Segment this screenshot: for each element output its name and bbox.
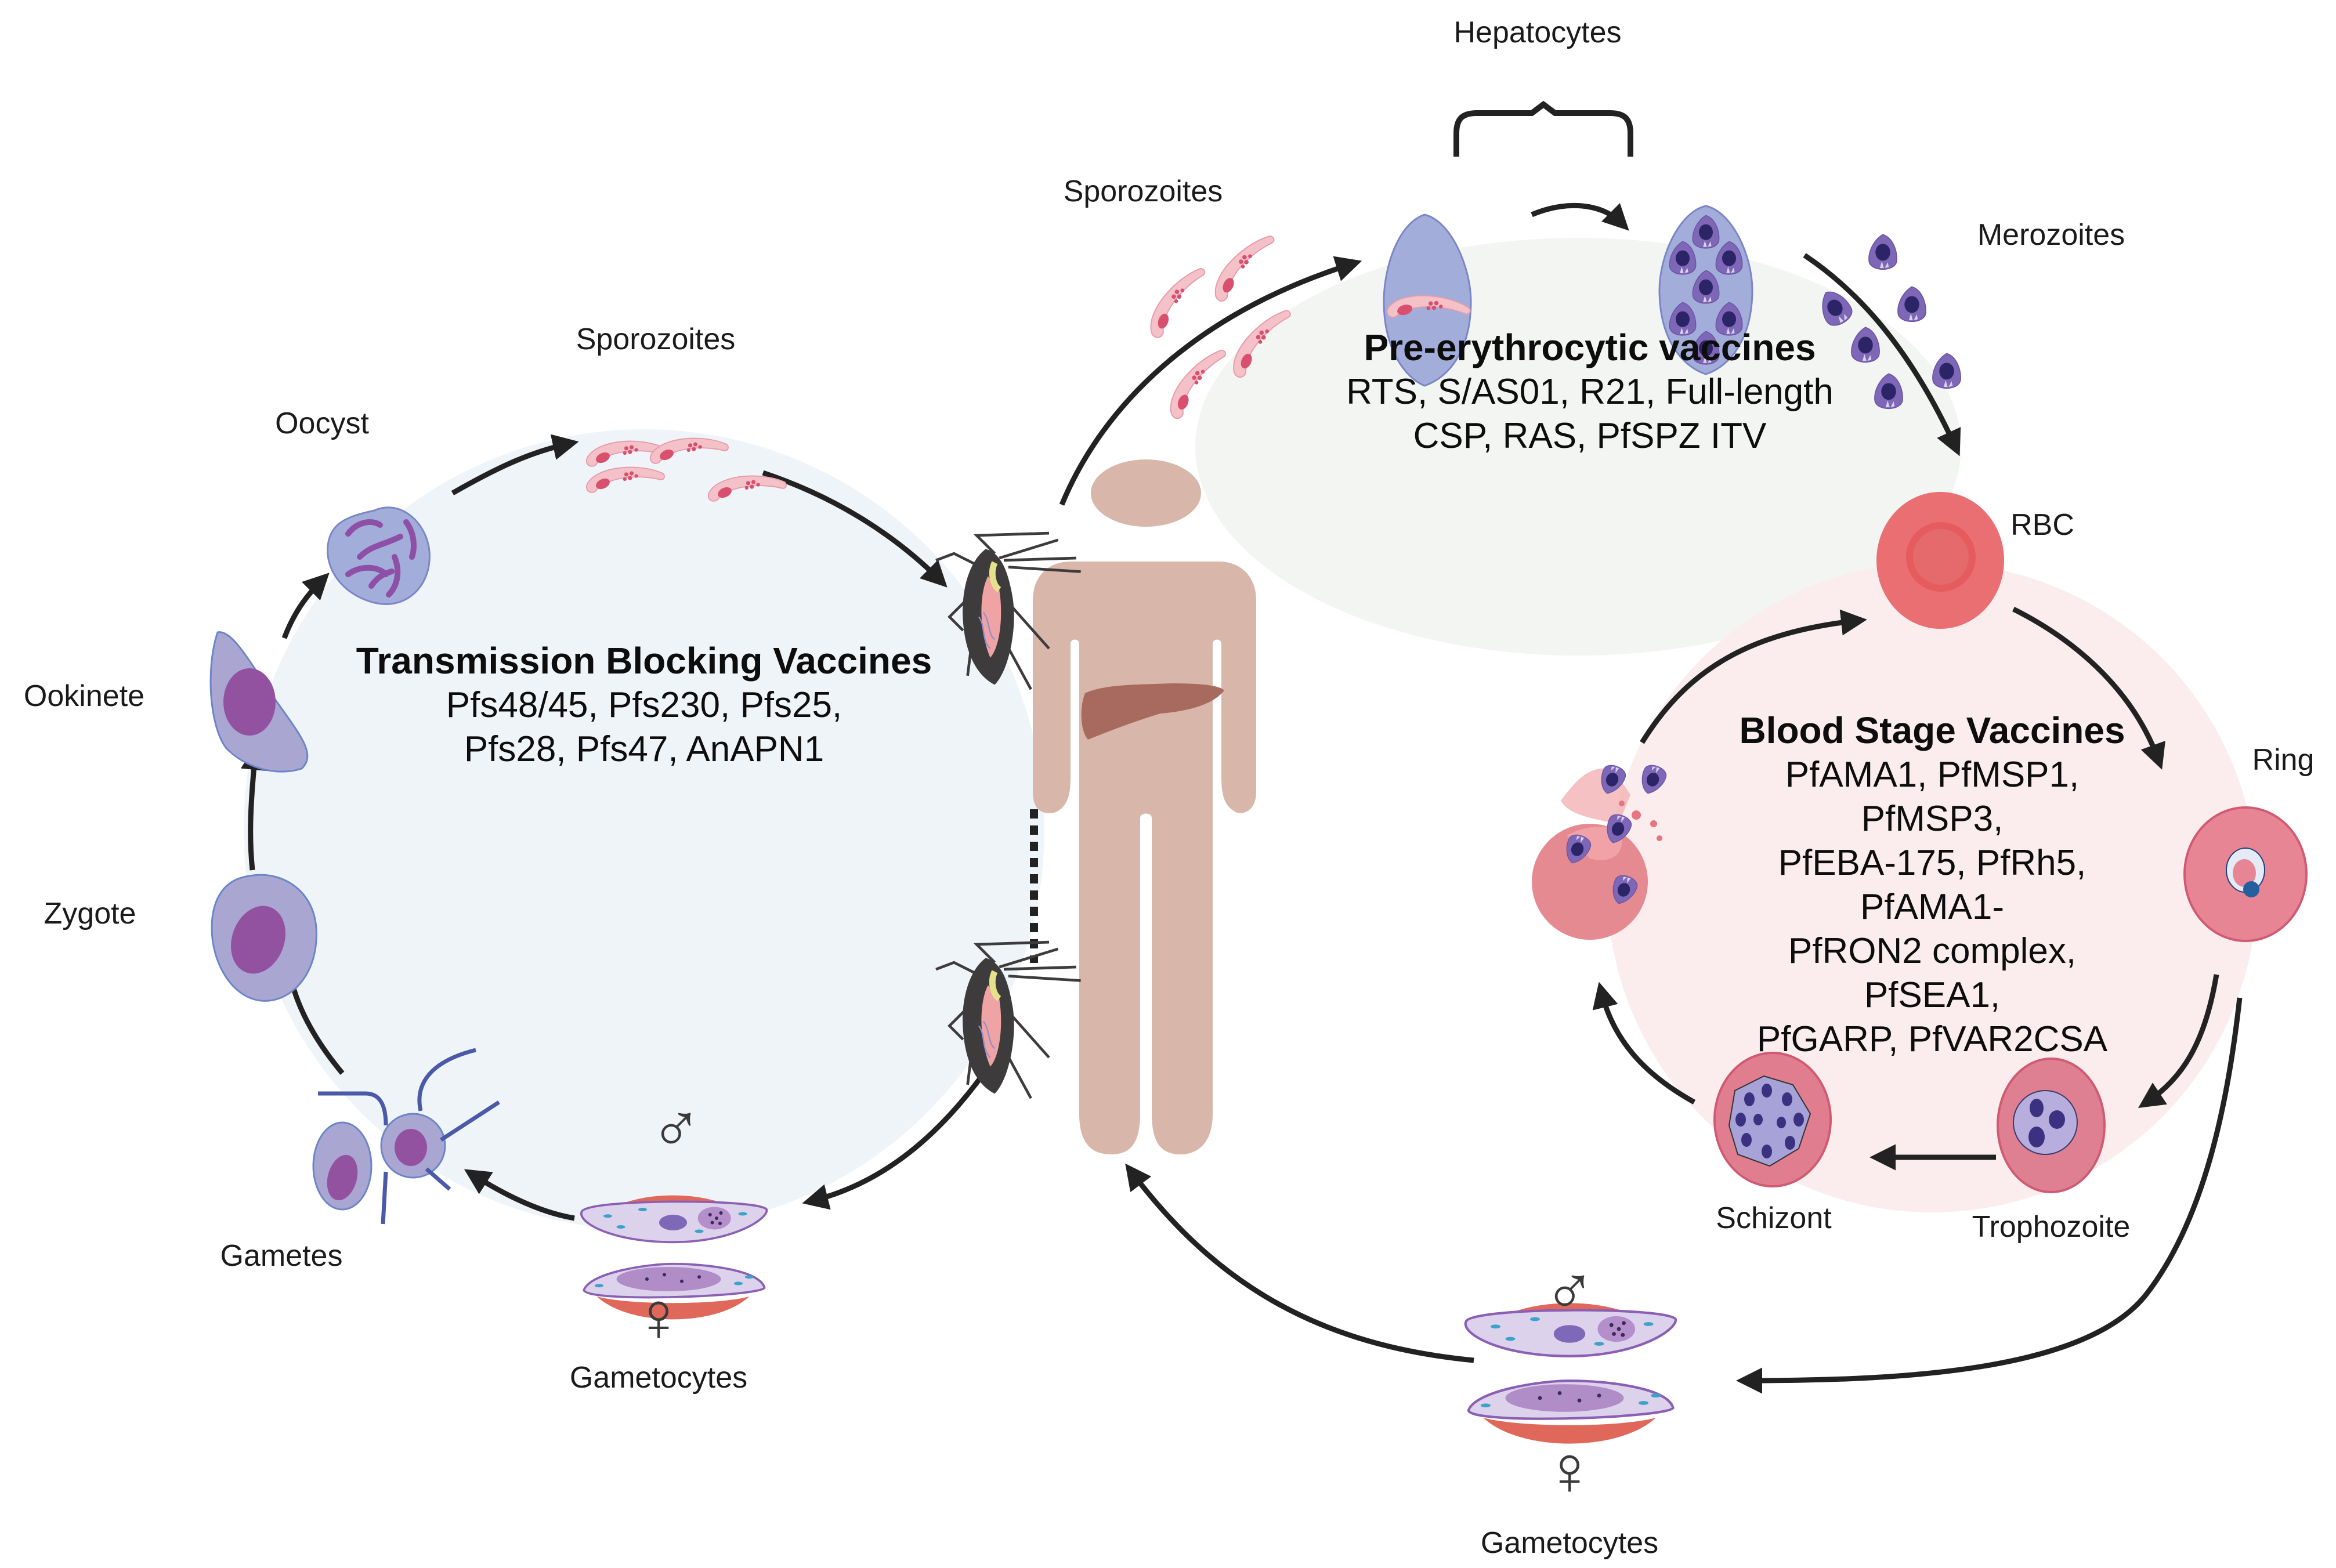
label-oocyst: Oocyst [275,407,369,440]
transmission-vaccine-list-line: Pfs48/45, Pfs230, Pfs25, [446,685,842,725]
label-gametocytes-mosquito: Gametocytes [569,1361,748,1395]
hepatocyte-with-sporozoite-icon [1383,213,1472,387]
label-schizont: Schizont [1716,1201,1832,1235]
rbc-icon [1876,492,2004,629]
human-head [1091,459,1201,527]
arrow-ring-to-gametocytes [1736,997,2243,1394]
oocyst-icon [327,506,431,605]
hepatocytes-brace-icon [1453,100,1633,157]
pre-erythrocytic-vaccine-list-line: RTS, S/AS01, R21, Full-length [1346,372,1834,412]
hepatocyte-schizont-icon [1658,205,1753,375]
label-merozoites: Merozoites [1977,218,2125,252]
ookinete-icon [209,631,309,773]
arrow-ring-to-trophozoite [2138,974,2219,1108]
blood-stage-vaccine-list-line: PfRON2 complex, PfSEA1, [1788,931,2077,1015]
arrow-zygote-to-ookinete [240,744,267,871]
pre-erythrocytic-vaccine-list-line: CSP, RAS, PfSPZ ITV [1413,416,1767,456]
zygote-icon [211,874,317,1002]
blood-stage-region [1607,563,2257,1212]
arrow-gametocytes-to-gametes [464,1169,575,1221]
schizont-icon [1713,1052,1832,1187]
transmission-stage-region [244,429,1044,1230]
label-sporozoites-mosquito: Sporozoites [576,323,736,356]
label-gametocytes-human: Gametocytes [1480,1526,1659,1560]
blood-stage-vaccine-list-line: PfGARP, PfVAR2CSA [1756,1019,2108,1059]
arrow-mosquito-to-gametocytes [802,1060,995,1210]
blood-stage-vaccine-list-line: PfAMA1, PfMSP1, PfMSP3, [1785,755,2080,839]
label-ookinete: Ookinete [23,679,145,713]
arrow-mosquito-to-hepatocyte [1059,256,1362,506]
arrow-ookinete-to-oocyst [281,573,330,639]
label-ring: Ring [2252,743,2315,777]
liver-icon [1081,683,1224,740]
human-figure [1033,459,1256,1154]
label-rbc: RBC [2010,508,2074,542]
human-cycle-arrows [1059,202,2243,1394]
pre-erythrocytic-vaccines-block: Pre-erythrocytic vaccines RTS, S/AS01, R… [1346,325,1834,458]
bursting-rbc-icon [1532,762,1669,940]
transmission-blocking-vaccines-title: Transmission Blocking Vaccines [356,640,932,682]
arrow-schizont-to-burst [1592,982,1696,1105]
pre-erythrocytic-stage-region [1195,238,1961,656]
female-symbol-human-icon: ♀ [1543,1432,1596,1509]
blood-stage-vaccine-list-line: PfEBA-175, PfRh5, PfAMA1- [1778,843,2087,927]
label-trophozoite: Trophozoite [1972,1210,2131,1244]
blood-stage-vaccines-title: Blood Stage Vaccines [1739,709,2125,751]
mosquito-cycle-arrows [240,434,995,1221]
transmission-blocking-vaccines-block: Transmission Blocking Vaccines Pfs48/45,… [356,638,932,772]
blood-stage-vaccines-block: Blood Stage Vaccines PfAMA1, PfMSP1, PfM… [1730,708,2134,1062]
human-body [1033,505,1256,1154]
transmission-vaccine-list-line: Pfs28, Pfs47, AnAPN1 [464,729,825,769]
label-zygote: Zygote [44,897,136,930]
label-sporozoites-human: Sporozoites [1063,175,1223,208]
arrow-burst-to-rbc [1640,609,1867,744]
ring-stage-icon [2183,806,2308,942]
arrow-liver-to-rbc [1803,253,1961,457]
label-hepatocytes: Hepatocytes [1453,16,1622,49]
arrow-rbc-to-ring [2012,606,2165,770]
arrow-oocyst-to-sporozoites [451,434,579,495]
label-gametes: Gametes [220,1239,343,1273]
arrow-sporozoites-to-mosquito [762,470,948,588]
male-symbol-mosquito-icon: ♂ [650,1089,702,1167]
gametes-icon [312,1048,500,1225]
pre-erythrocytic-vaccines-title: Pre-erythrocytic vaccines [1364,327,1816,368]
arrow-gametocytes-to-human [1125,1163,1474,1363]
female-symbol-mosquito-icon: ♀ [632,1278,685,1356]
arrow-hepatocyte-to-schizont [1531,202,1629,231]
trophozoite-icon [1997,1058,2106,1193]
male-symbol-human-icon: ♂ [1543,1252,1596,1330]
